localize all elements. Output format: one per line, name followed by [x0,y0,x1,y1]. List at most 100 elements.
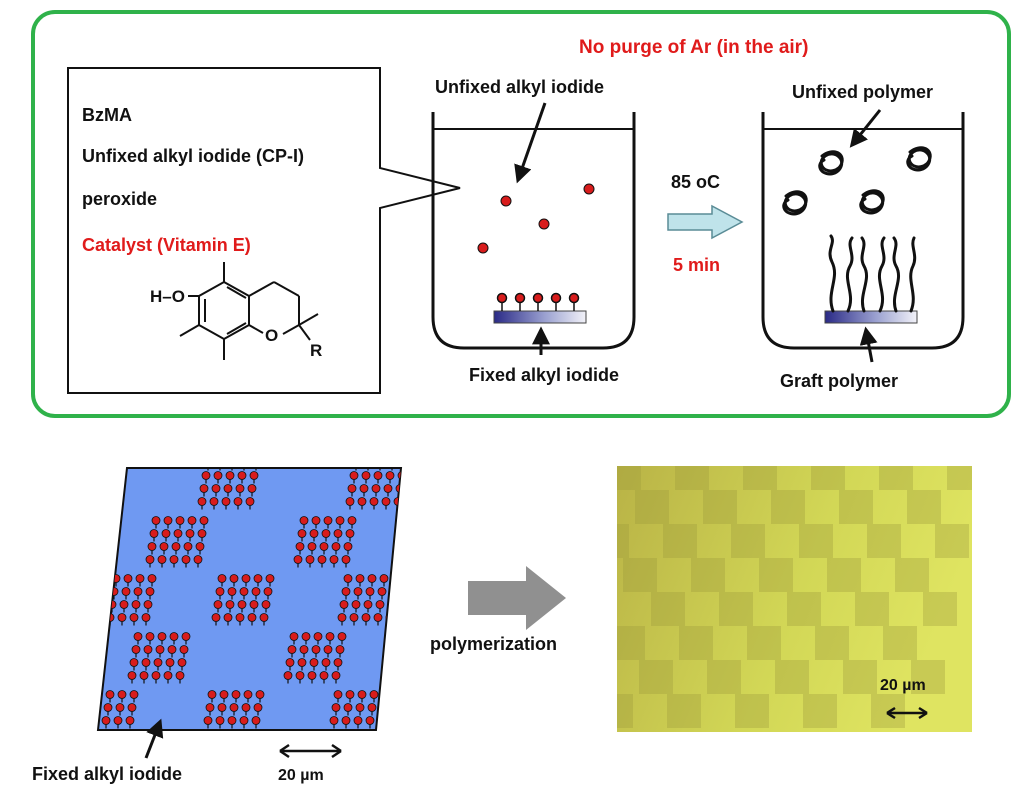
pattern-initiator-dot [251,587,261,596]
unfixed-polymer-label: Unfixed polymer [792,82,933,102]
graft-chain [877,236,886,313]
pattern-initiator-dot [305,555,315,564]
pattern-initiator-dot [227,716,237,725]
pattern-initiator-dot [400,459,408,467]
pattern-initiator-dot [339,729,349,730]
pattern-initiator-dot [216,459,224,467]
pattern-initiator-dot [183,542,193,551]
substrate-scale-label: 20 µm [278,767,324,784]
pattern-initiator-dot [381,497,391,506]
pattern-initiator-dot [241,574,251,583]
pattern-initiator-dot [391,574,401,583]
pattern-initiator-dot [153,658,163,667]
pattern-initiator-dot [341,716,351,725]
free-initiator-dot [477,242,489,254]
vitamin-e-structure [179,262,319,360]
pattern-initiator-dot [133,587,143,596]
substrate-scale-bar [279,743,342,759]
pattern-initiator-dot [361,613,371,622]
pattern-initiator-dot [299,516,309,525]
reagent-callout [67,67,461,394]
peroxide-label: peroxide [82,189,157,209]
pattern-initiator-dot [331,542,341,551]
pattern-initiator-dot [329,555,339,564]
pattern-initiator-dot [361,471,371,480]
micrograph-square [907,490,941,524]
pattern-initiator-dot [241,703,251,712]
micrograph-square [843,660,877,694]
pattern-initiator-dot [185,529,195,538]
pattern-initiator-dot [365,587,375,596]
pattern-initiator-dot [129,658,139,667]
pattern-initiator-dot [115,703,125,712]
pattern-initiator-dot [375,729,385,730]
pattern-initiator-dot [323,516,333,525]
pattern-initiator-dot [173,529,183,538]
pattern-initiator-dot [203,716,213,725]
micrograph-square [617,694,633,728]
pattern-initiator-dot [213,600,223,609]
polymer-coil [818,150,844,176]
pattern-initiator-dot [139,671,149,680]
pattern-initiator-dot [207,690,217,699]
pattern-initiator-dot [99,574,109,583]
pattern-initiator-dot [365,716,375,725]
free-initiator-dot [583,183,595,195]
pattern-initiator-dot [385,471,395,480]
pattern-initiator-dot [383,484,393,493]
pattern-initiator-dot [352,459,360,467]
pattern-initiator-dot [253,703,263,712]
pattern-initiator-dot [129,613,139,622]
pattern-initiator-dot [127,703,137,712]
pattern-initiator-dot [309,529,319,538]
pattern-initiator-dot [247,484,257,493]
reaction-arrow [667,204,744,240]
pattern-initiator-dot [317,555,327,564]
micrograph-square [747,626,781,660]
pattern-initiator-dot [337,632,347,641]
pattern-initiator-dot [121,587,131,596]
polymer-coil [782,190,808,216]
pattern-initiator-dot [397,471,401,480]
ring-oxygen-label: O [265,326,278,345]
pattern-initiator-dot [88,730,96,738]
pattern-initiator-dot [335,516,345,525]
pattern-initiator-dot [237,471,247,480]
micrograph-square [743,466,777,490]
pattern-initiator-dot [353,587,363,596]
r-group-label: R [310,341,322,360]
unfixed-alkyl-iodide-pointer [514,102,547,184]
pattern-initiator-dot [111,729,121,730]
micrograph-square [911,660,945,694]
pattern-initiator-dot [211,613,221,622]
pattern-initiator-dot [205,703,215,712]
pattern-initiator-dot [215,587,225,596]
micrograph-square [731,524,765,558]
pattern-initiator-dot [295,542,305,551]
unfixed-polymer-pointer [849,109,882,148]
micrograph-square [867,524,901,558]
pattern-initiator-dot [147,542,157,551]
pattern-initiator-dot [157,632,167,641]
pattern-initiator-dot [363,600,373,609]
graft-chain [828,234,837,313]
pattern-initiator-dot [211,484,221,493]
pattern-initiator-dot [373,471,383,480]
pattern-initiator-dot [235,484,245,493]
pattern-initiator-dot [364,459,372,467]
pattern-initiator-dot [229,703,239,712]
pattern-initiator-dot [375,600,385,609]
pattern-initiator-dot [117,613,127,622]
micrograph [617,466,972,732]
pattern-initiator-dot [355,574,365,583]
pattern-initiator-dot [355,703,365,712]
pattern-initiator-dot [331,671,341,680]
pattern-initiator-dot [357,690,367,699]
micrograph-square [775,660,809,694]
pattern-initiator-dot [141,613,151,622]
micrograph-square [771,490,805,524]
pattern-initiator-dot [351,600,361,609]
pattern-initiator-dot [371,484,381,493]
pattern-initiator-dot [341,587,351,596]
